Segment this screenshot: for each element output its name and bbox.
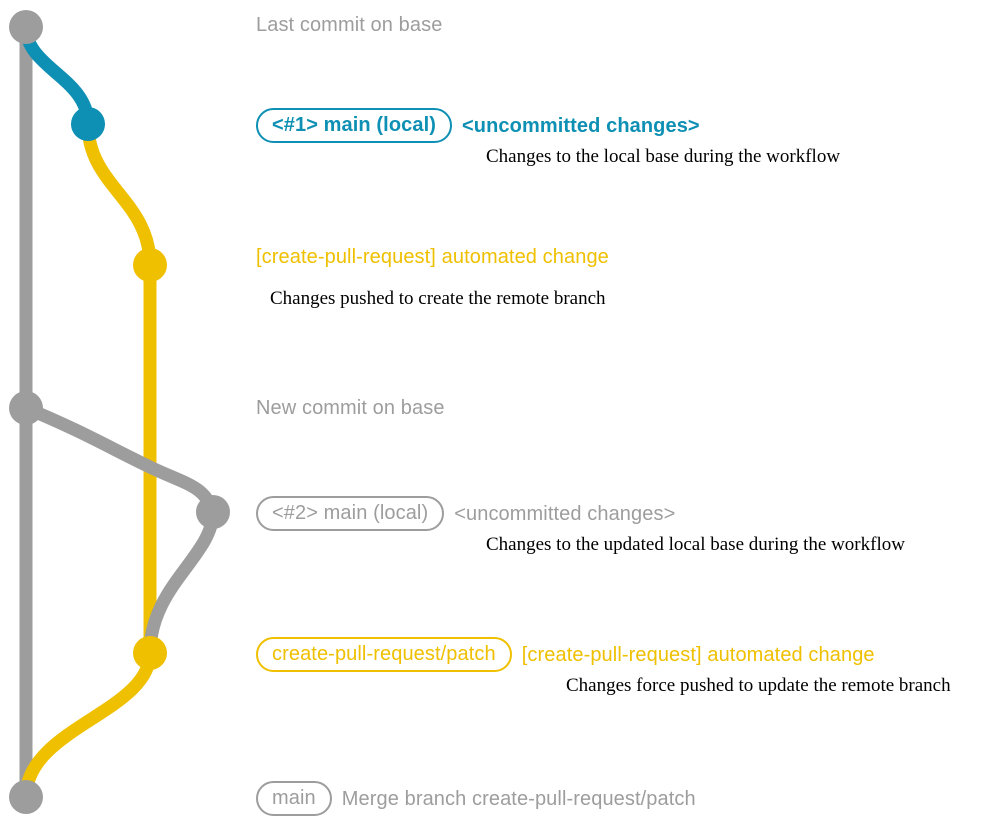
branch-ref-pill-main-local-2[interactable]: <#2> main (local) (256, 496, 445, 531)
commit-note-remote-2: Changes force pushed to update the remot… (566, 675, 951, 696)
graph-edge-base-new-to-local-2 (19, 401, 220, 519)
commit-subject: [create-pull-request] automated change (521, 643, 875, 666)
commit-node-last-commit-on-base[interactable] (9, 10, 43, 44)
commit-row-local-2: <#2> main (local) <uncommitted changes> (256, 496, 675, 531)
commit-node-local-1[interactable] (71, 107, 105, 141)
commit-row-remote-2: create-pull-request/patch [create-pull-r… (256, 637, 875, 672)
commit-node-local-2[interactable] (196, 495, 230, 529)
commit-subject: Merge branch create-pull-request/patch (341, 787, 696, 810)
branch-ref-pill-main[interactable]: main (256, 781, 332, 816)
commit-row-remote-1: [create-pull-request] automated change (256, 245, 609, 269)
commit-subject: Last commit on base (256, 14, 443, 36)
commit-note-local-1: Changes to the local base during the wor… (486, 146, 841, 167)
commit-subject: <uncommitted changes> (454, 502, 676, 525)
branch-ref-pill-create-pull-request-patch[interactable]: create-pull-request/patch (256, 637, 512, 672)
branch-ref-pill-main-local-1[interactable]: <#1> main (local) (256, 108, 452, 143)
commit-subject: New commit on base (256, 397, 445, 419)
commit-node-merge[interactable] (9, 780, 43, 814)
commit-node-remote-2[interactable] (133, 636, 167, 670)
graph-edge-local-1-to-remote-1 (81, 117, 157, 272)
commit-row-local-1: <#1> main (local) <uncommitted changes> (256, 108, 700, 143)
commit-node-remote-1[interactable] (133, 248, 167, 282)
commit-row-last-commit-on-base: Last commit on base (256, 13, 442, 37)
graph-edge-remote-2-to-merge (19, 646, 157, 804)
commit-row-new-commit-on-base: New commit on base (256, 396, 445, 420)
commit-note-remote-1: Changes pushed to create the remote bran… (270, 288, 606, 309)
commit-row-merge: main Merge branch create-pull-request/pa… (256, 781, 696, 816)
commit-node-new-commit-on-base[interactable] (9, 391, 43, 425)
commit-subject: [create-pull-request] automated change (256, 246, 609, 268)
commit-note-local-2: Changes to the updated local base during… (486, 534, 905, 555)
commit-subject: <uncommitted changes> (462, 114, 700, 137)
